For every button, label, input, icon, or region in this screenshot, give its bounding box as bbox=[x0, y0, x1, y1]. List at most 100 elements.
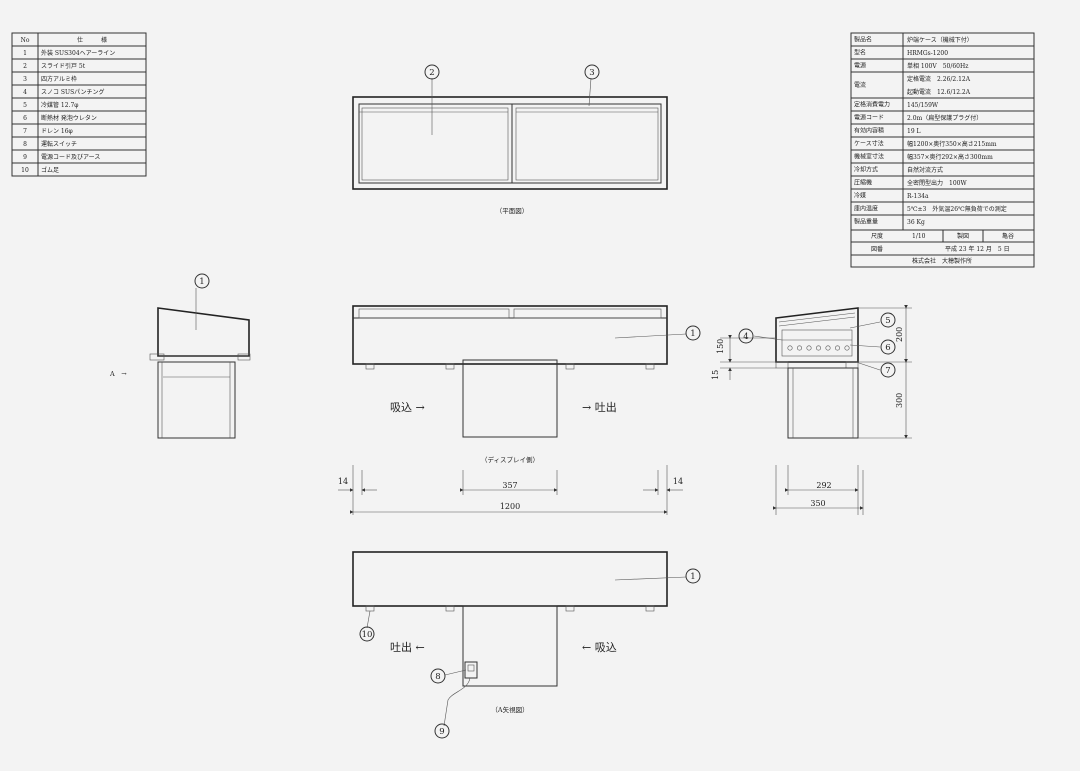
dim-1200: 1200 bbox=[500, 502, 520, 511]
dim-200: 200 bbox=[895, 327, 904, 342]
spec-row-label: 電源 bbox=[854, 62, 866, 70]
arrow-view-caption: （A矢視図） bbox=[491, 705, 528, 714]
callout-number: 8 bbox=[435, 672, 440, 682]
spec-row-value: 5℃±3 外気温26℃無負荷での測定 bbox=[907, 205, 1007, 213]
spec-row-value: 単相 100V 50/60Hz bbox=[907, 62, 968, 70]
callout-circle bbox=[685, 325, 701, 341]
drawn-value: 亀谷 bbox=[1002, 232, 1014, 240]
callout-number: 1 bbox=[690, 572, 695, 582]
front-dimensions: 14 357 14 1200 bbox=[338, 465, 683, 515]
callout-number: 10 bbox=[362, 630, 373, 640]
callout-number: 7 bbox=[885, 366, 890, 376]
parts-row-spec: 電源コード及びアース bbox=[41, 153, 100, 161]
company: 株式会社 大穂製作所 bbox=[912, 257, 972, 265]
spec-row-label: 庫内温度 bbox=[854, 205, 878, 213]
dim-150: 150 bbox=[716, 339, 725, 354]
callout-circle bbox=[359, 626, 375, 642]
spec-row-value: 幅1200×奥行350×高さ215mm bbox=[907, 140, 997, 148]
callout-number: 6 bbox=[885, 343, 890, 353]
snoko-hole bbox=[787, 345, 793, 351]
scale-value: 1/10 bbox=[912, 233, 926, 240]
spec-row-value: 19 L bbox=[907, 128, 921, 135]
snoko-hole bbox=[844, 345, 850, 351]
dim-14-left: 14 bbox=[338, 477, 348, 486]
side-section-right bbox=[753, 307, 881, 439]
spec-row-value: 全密閉型出力 100W bbox=[907, 179, 967, 187]
spec-row-label: 冷媒 bbox=[854, 192, 866, 200]
snoko-hole bbox=[815, 345, 821, 351]
parts-row-spec: 外装 SUS304ヘアーライン bbox=[41, 49, 115, 57]
callout-circle bbox=[880, 312, 896, 328]
arrow-a-label: A → bbox=[109, 370, 127, 378]
spec-row-value: 2.0m（扁型保護プラグ付） bbox=[907, 114, 982, 122]
callout-circle bbox=[434, 723, 450, 739]
parts-row-no: 3 bbox=[23, 76, 27, 83]
plan-caption: （平面図） bbox=[496, 207, 529, 215]
parts-row-no: 1 bbox=[23, 50, 27, 57]
dim-300: 300 bbox=[895, 393, 904, 408]
spec-row-label: 製品重量 bbox=[854, 218, 878, 226]
parts-row-spec: 運転スイッチ bbox=[41, 140, 77, 148]
callout-circle bbox=[194, 273, 210, 289]
snoko-hole bbox=[825, 345, 831, 351]
date: 平成 23 年 12 月 5 日 bbox=[945, 245, 1010, 253]
dim-292: 292 bbox=[816, 481, 831, 490]
scale-label: 尺度 bbox=[871, 232, 883, 240]
dim-14-right: 14 bbox=[673, 477, 683, 486]
front-view: 吸込 → → 吐出 （ディスプレイ側） bbox=[352, 305, 687, 464]
side-view-left: A → bbox=[109, 288, 251, 439]
callout-number: 3 bbox=[589, 68, 594, 78]
callout-circle bbox=[685, 568, 701, 584]
spec-row-value: R-134a bbox=[907, 193, 929, 200]
plan-view: （平面図） bbox=[352, 77, 668, 215]
side-dimensions: 150 15 200 300 292 350 bbox=[711, 305, 912, 515]
snoko-holes bbox=[787, 345, 850, 351]
parts-row-spec: 四方アルミ枠 bbox=[41, 75, 77, 83]
parts-row-no: 5 bbox=[23, 102, 27, 109]
arrow-view: 吐出 ← ← 吸込 （A矢視図） bbox=[352, 551, 687, 727]
parts-row-spec: 冷媒管 12.7φ bbox=[41, 101, 78, 109]
callout-number: 9 bbox=[439, 727, 444, 737]
drawing-no-label: 図番 bbox=[871, 246, 883, 253]
parts-row-spec: ドレン 16φ bbox=[41, 128, 73, 135]
snoko-hole bbox=[796, 345, 802, 351]
exhaust-front-label: → 吐出 bbox=[582, 400, 617, 414]
spec-row-value: HRMGs-1200 bbox=[907, 50, 948, 57]
callout-number: 1 bbox=[199, 277, 204, 287]
callout-number: 4 bbox=[743, 332, 748, 342]
parts-row-spec: スノコ SUSパンチング bbox=[41, 88, 105, 96]
parts-row-no: 10 bbox=[21, 167, 29, 174]
exhaust-rear-label: 吐出 ← bbox=[390, 640, 425, 654]
spec-row-label: 有効内容積 bbox=[854, 127, 884, 135]
parts-row-no: 7 bbox=[23, 128, 27, 135]
spec-row-value: 36 Kg bbox=[907, 219, 925, 226]
intake-rear-label: ← 吸込 bbox=[582, 641, 617, 654]
spec-row-label: ケース寸法 bbox=[854, 140, 884, 148]
spec-row-label: 定格消費電力 bbox=[854, 101, 890, 109]
spec-row-label: 型名 bbox=[854, 49, 866, 57]
callout-number: 1 bbox=[690, 329, 695, 339]
spec-row-label: 圧縮機 bbox=[854, 179, 872, 187]
spec-row-value: 幅357×奥行292×高さ300mm bbox=[907, 153, 993, 161]
spec-row-label: 電源コード bbox=[854, 114, 884, 122]
snoko-hole bbox=[834, 345, 840, 351]
callout-circle bbox=[880, 339, 896, 355]
callout-circle bbox=[424, 64, 440, 80]
callout-circle bbox=[738, 328, 754, 344]
drawn-label: 製図 bbox=[957, 232, 969, 240]
dim-357: 357 bbox=[502, 481, 517, 490]
spec-row-value: 145/159W bbox=[907, 102, 939, 109]
parts-row-no: 2 bbox=[23, 63, 27, 70]
spec-row-value: 定格電流 2.26/2.12A bbox=[907, 75, 971, 83]
parts-row-no: 8 bbox=[23, 141, 27, 148]
spec-row-value2: 起動電流 12.6/12.2A bbox=[907, 88, 971, 96]
spec-row-label: 冷却方式 bbox=[854, 166, 878, 174]
spec-row-value: 炉端ケース（機械下付） bbox=[907, 36, 973, 44]
parts-header-spec: 仕 様 bbox=[77, 36, 107, 44]
parts-row-spec: スライド引戸 5t bbox=[41, 62, 86, 70]
